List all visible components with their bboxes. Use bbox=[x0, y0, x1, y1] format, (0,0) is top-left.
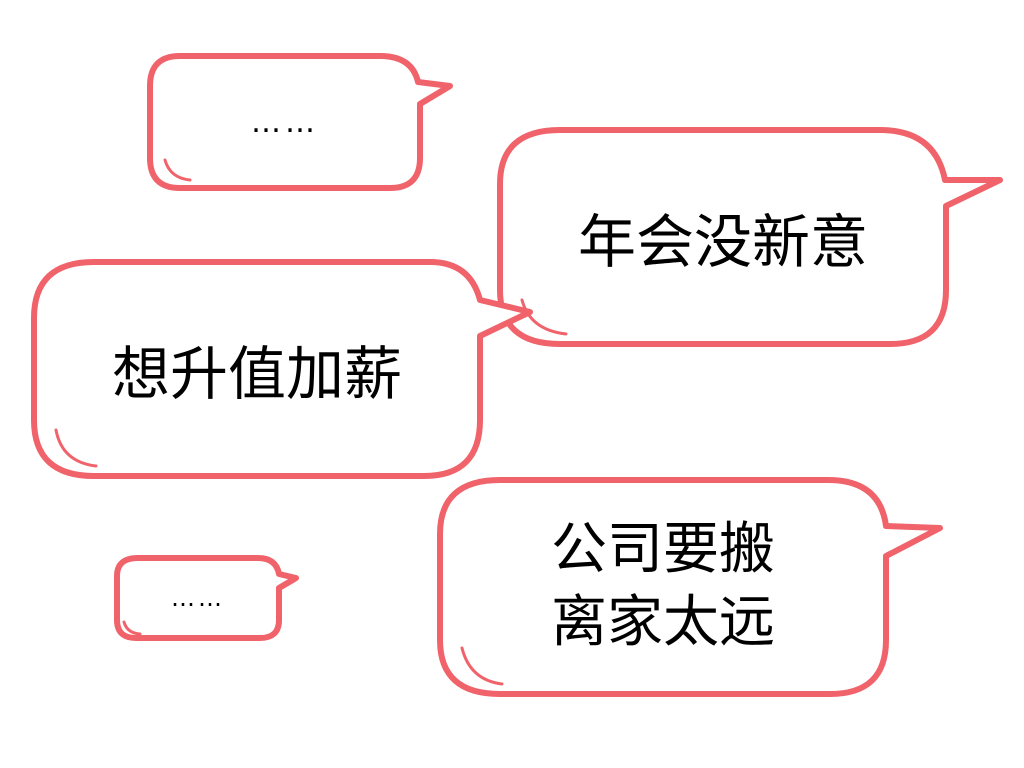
bubble-dots-top: …… bbox=[150, 56, 420, 188]
bubble-outline-nianhui bbox=[497, 127, 1003, 347]
bubble-gongsi: 公司要搬 离家太远 bbox=[440, 480, 886, 694]
bubble-inner-arc-nianhui bbox=[520, 298, 568, 336]
bubble-inner-arc-xiangsheng bbox=[54, 428, 98, 468]
bubble-text: 年会没新意 bbox=[577, 208, 868, 276]
bubble-inner-arc-dots-bottom bbox=[122, 620, 142, 636]
bubble-text: …… bbox=[251, 104, 319, 140]
bubble-text: …… bbox=[171, 584, 225, 612]
bubble-text: 想升值加薪 bbox=[111, 340, 402, 408]
bubble-outline-dots-top bbox=[147, 53, 453, 191]
bubble-inner-arc-gongsi bbox=[460, 646, 504, 686]
bubble-text-line-2: 离家太远 bbox=[551, 590, 775, 655]
bubble-inner-arc-dots-top bbox=[163, 158, 192, 182]
bubble-text-line-1: 公司要搬 bbox=[551, 517, 775, 583]
bubble-outline-dots-bottom bbox=[114, 555, 299, 641]
bubble-nianhui: 年会没新意 bbox=[500, 130, 946, 344]
bubble-xiangsheng: 想升值加薪 bbox=[34, 262, 480, 476]
bubble-outline-xiangsheng bbox=[31, 259, 533, 479]
bubble-dots-bottom: …… bbox=[117, 558, 279, 638]
bubble-outline-gongsi bbox=[437, 477, 943, 697]
